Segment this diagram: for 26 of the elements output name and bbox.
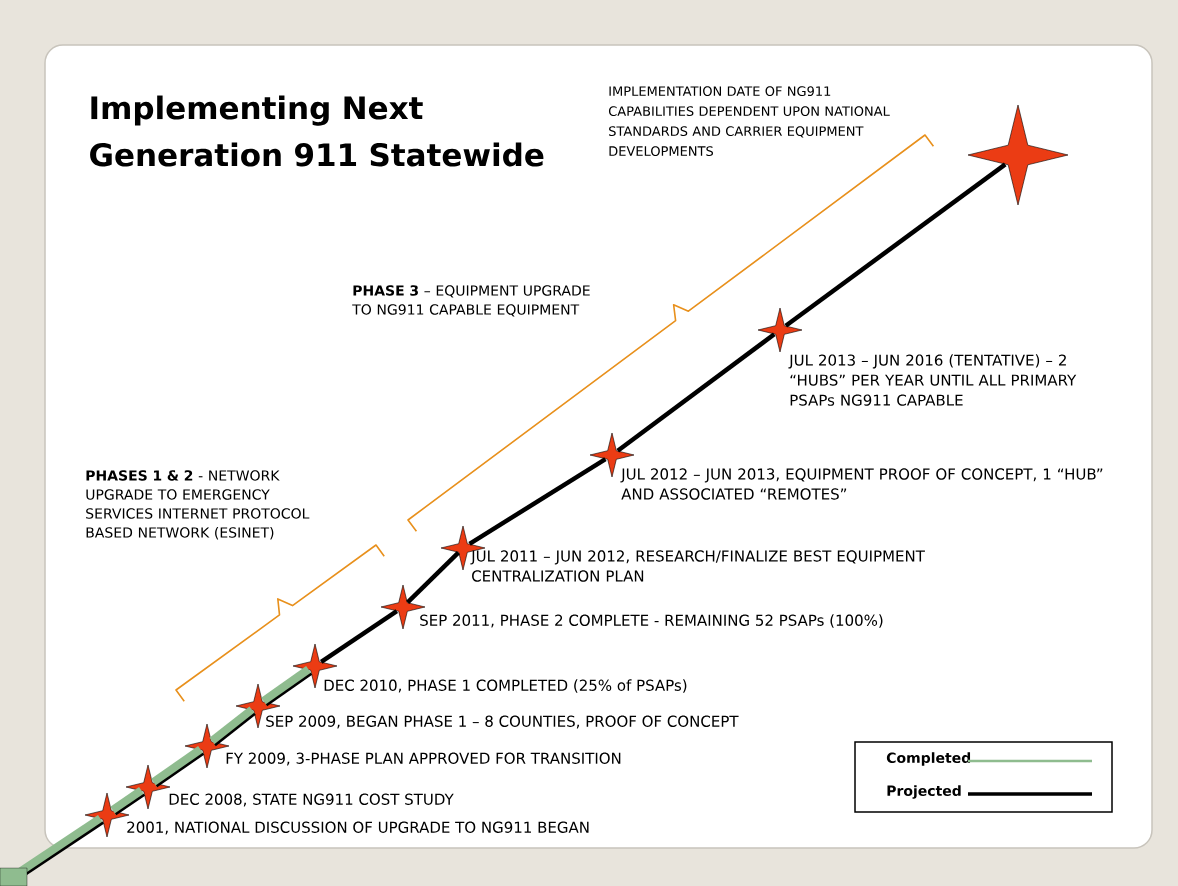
phase-note: PHASES 1 & 2 - NETWORK UPGRADE TO EMERGENCY SERVICES INTERNET PROTOCOL BASED NETWORK (ESINET) bbox=[86, 470, 310, 540]
timeline-entry: DEC 2008, STATE NG911 COST STUDY bbox=[169, 793, 454, 807]
timeline-entry: DEC 2010, PHASE 1 COMPLETED (25% of PSAPs) bbox=[324, 679, 687, 693]
phase-note: PHASE 3 – EQUIPMENT UPGRADE TO NG911 CAPABLE EQUIPMENT bbox=[352, 285, 590, 317]
timeline-segment bbox=[0, 815, 104, 886]
legend-label: Completed bbox=[886, 752, 971, 766]
timeline-entry: SEP 2009, BEGAN PHASE 1 – 8 COUNTIES, PROOF OF CONCEPT bbox=[266, 715, 739, 729]
timeline-entry: JUL 2013 – JUN 2016 (TENTATIVE) – 2 “HUBS” PER YEAR UNTIL ALL PRIMARY PSAPs NG911 CAPABLE bbox=[788, 354, 1077, 406]
timeline-segment bbox=[261, 666, 313, 707]
timeline-entry: JUL 2012 – JUN 2013, EQUIPMENT PROOF OF CONCEPT, 1 “HUB” AND ASSOCIATED “REMOTES” bbox=[620, 468, 1103, 500]
timeline-entry: SEP 2011, PHASE 2 COMPLETE - REMAINING 52 PSAPs (100%) bbox=[420, 614, 883, 628]
timeline-segment bbox=[319, 609, 399, 664]
timeline-segment bbox=[406, 550, 460, 605]
star-marker bbox=[967, 104, 1069, 206]
timeline-segment bbox=[784, 162, 1007, 328]
timeline-segment bbox=[110, 787, 146, 816]
phase-note: IMPLEMENTATION DATE OF NG911 CAPABILITIES DEPENDENT UPON NATIONAL STANDARDS AND CARRIER EQUIPMENT DEVELOPMENTS bbox=[608, 86, 890, 157]
timeline-segment bbox=[616, 332, 776, 453]
title: Implementing Next Generation 911 Statewide bbox=[90, 95, 544, 167]
timeline-segment bbox=[209, 706, 256, 747]
timeline-segment bbox=[468, 457, 607, 546]
timeline-segment bbox=[151, 746, 205, 788]
timeline-entry: 2001, NATIONAL DISCUSSION OF UPGRADE TO NG911 BEGAN bbox=[127, 821, 589, 835]
legend-label: Projected bbox=[887, 785, 961, 799]
timeline-entry: JUL 2011 – JUN 2012, RESEARCH/FINALIZE BEST EQUIPMENT CENTRALIZATION PLAN bbox=[470, 550, 925, 582]
timeline-entry: FY 2009, 3-PHASE PLAN APPROVED FOR TRANSITION bbox=[226, 752, 621, 766]
